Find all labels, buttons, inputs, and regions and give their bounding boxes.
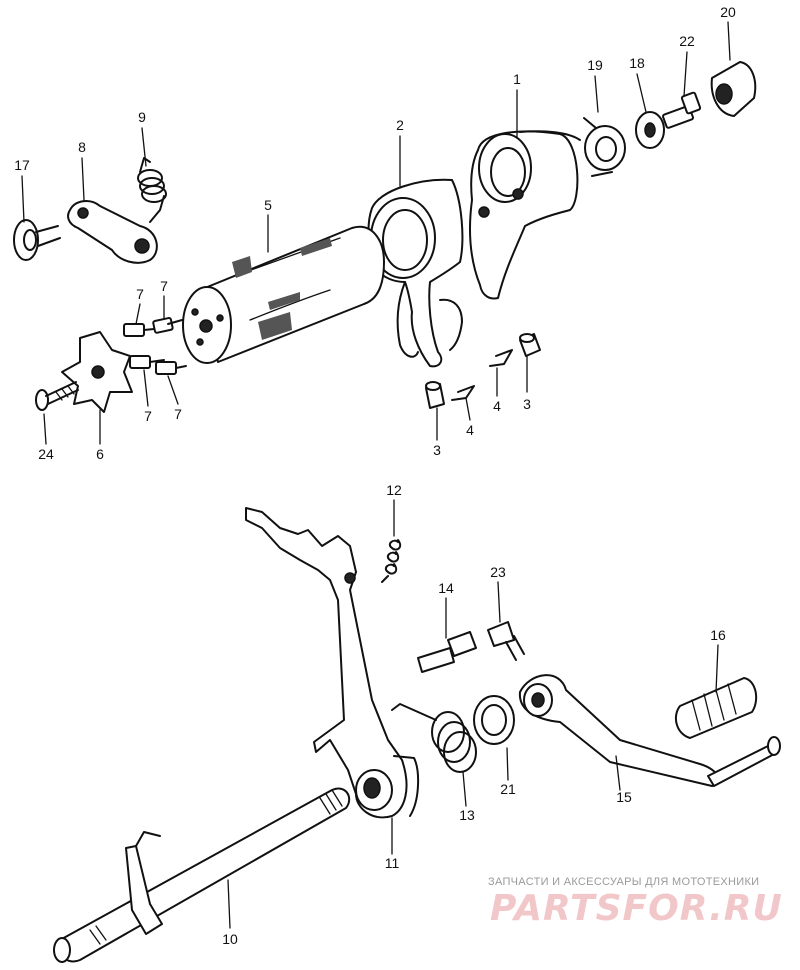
label-part-4-upper: 4: [493, 398, 501, 414]
part-4-clip-lower: [451, 385, 475, 401]
part-7-bolt-b: [152, 317, 183, 334]
part-labels: 1 2 5 3 4 4 3 6 24 7 7 7 7 17 8 9 19 18 …: [14, 4, 736, 947]
part-1-shift-fork: [469, 130, 581, 300]
part-21-bush: [473, 695, 515, 745]
label-part-1: 1: [513, 71, 521, 87]
part-13-return-spring: [391, 703, 477, 773]
leader-lines: [21, 21, 731, 929]
label-part-20: 20: [720, 4, 736, 20]
label-part-21: 21: [500, 781, 516, 797]
part-19-plate: [583, 117, 626, 177]
label-part-7-d: 7: [174, 406, 182, 422]
label-part-19: 19: [587, 57, 603, 73]
label-part-3-lower: 3: [433, 442, 441, 458]
part-9-spring: [137, 157, 167, 223]
label-part-22: 22: [679, 33, 695, 49]
label-part-5: 5: [264, 197, 272, 213]
part-20-cap: [710, 61, 757, 117]
label-part-7-c: 7: [144, 408, 152, 424]
label-part-11: 11: [385, 855, 400, 871]
part-5-shift-drum: [182, 225, 385, 364]
label-part-13: 13: [459, 807, 475, 823]
part-2-shift-fork: [367, 178, 464, 368]
label-part-7-b: 7: [160, 278, 168, 294]
part-6-star-plate: [61, 331, 133, 413]
label-part-6: 6: [96, 446, 104, 462]
label-part-7-a: 7: [136, 286, 144, 302]
label-part-16: 16: [710, 627, 726, 643]
label-part-23: 23: [490, 564, 506, 580]
part-22-bolt: [662, 91, 702, 129]
label-part-12: 12: [386, 482, 402, 498]
part-15-shift-pedal: [518, 674, 781, 787]
part-4-clip-upper: [489, 349, 513, 367]
label-part-14: 14: [438, 580, 454, 596]
part-14-pin-bolt: [417, 631, 477, 673]
part-8-stopper-arm: [67, 200, 158, 264]
part-3-pin-lower: [425, 381, 445, 409]
label-part-18: 18: [629, 55, 645, 71]
label-part-3-upper: 3: [523, 396, 531, 412]
part-12-spring: [381, 539, 402, 583]
label-part-9: 9: [138, 109, 146, 125]
part-10-shift-shaft: [53, 787, 351, 963]
label-part-4-lower: 4: [466, 422, 474, 438]
part-24-screw: [35, 381, 79, 411]
part-18-washer: [635, 111, 665, 149]
label-part-10: 10: [222, 931, 238, 947]
part-7-bolt-d: [155, 361, 187, 375]
label-part-24: 24: [38, 446, 54, 462]
part-17-flange-bolt: [13, 219, 61, 261]
part-3-pin-upper: [519, 333, 541, 357]
watermark-logo: PARTSFOR.RU: [490, 888, 783, 929]
label-part-2: 2: [396, 117, 404, 133]
label-part-15: 15: [616, 789, 632, 805]
part-7-bolt-c: [129, 355, 165, 369]
watermark-tagline: ЗАПЧАСТИ И АКСЕССУАРЫ ДЛЯ МОТОТЕХНИКИ: [488, 876, 760, 888]
part-23-bolt: [487, 621, 525, 661]
label-part-17: 17: [14, 157, 30, 173]
part-11-shift-arm: [245, 507, 420, 819]
label-part-8: 8: [78, 139, 86, 155]
part-16-pedal-rubber: [674, 677, 758, 739]
